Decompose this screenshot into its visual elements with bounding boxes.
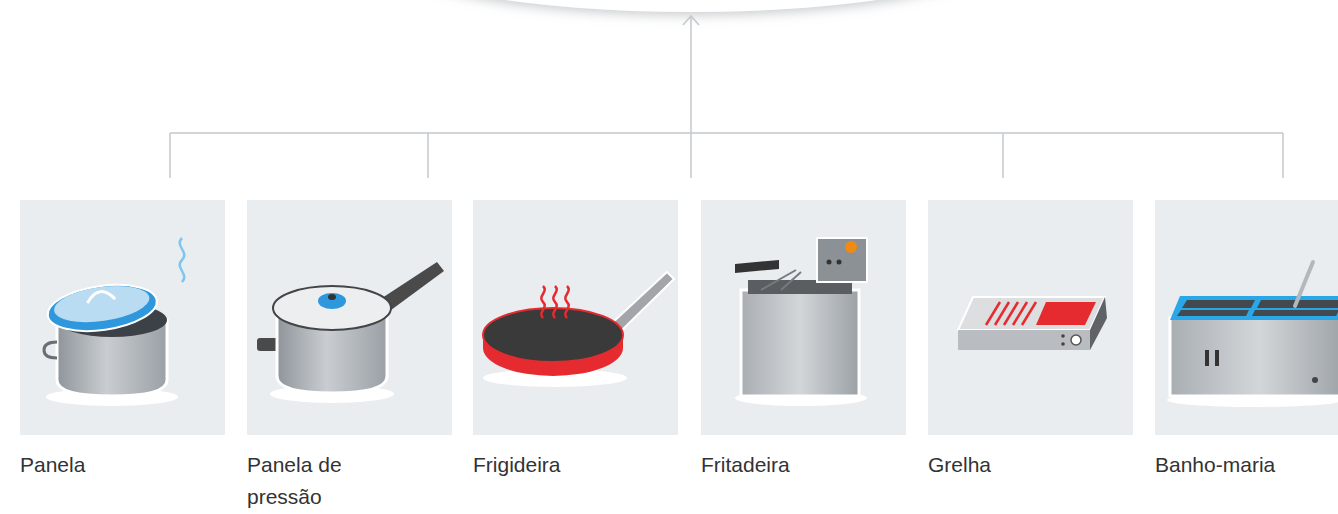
equipment-label: Frigideira [473,449,623,481]
bracket [170,16,1283,178]
equipment-drawing [483,272,674,387]
equipment-drawing [1167,262,1338,407]
bracket-stem [690,16,692,178]
bracket-drop [1002,133,1004,178]
bracket-drop [169,133,171,178]
equipment-icon [928,200,1133,435]
equipment-card: Fritadeira [701,200,906,435]
equipment-label: Panela de pressão [247,449,397,513]
equipment-label: Grelha [928,449,1078,481]
arrow-head [683,16,699,25]
parent-shape [391,0,991,12]
equipment-icon [1155,200,1338,435]
equipment-drawing [735,238,867,406]
equipment-drawing [257,262,444,403]
bracket-drop [427,133,429,178]
equipment-card: Banho-maria [1155,200,1338,435]
equipment-icon [247,200,452,435]
equipment-label: Panela [20,449,170,481]
equipment-icon [20,200,225,435]
equipment-icon [701,200,906,435]
equipment-card: Panela de pressão [247,200,452,435]
equipment-icon [473,200,678,435]
equipment-card: Frigideira [473,200,678,435]
equipment-drawing [958,297,1107,350]
bracket-bar [170,132,1283,134]
equipment-label: Fritadeira [701,449,851,481]
equipment-card: Grelha [928,200,1133,435]
bracket-drop [1282,133,1284,178]
equipment-drawing [44,238,184,406]
equipment-card: Panela [20,200,225,435]
equipment-label: Banho-maria [1155,449,1305,481]
